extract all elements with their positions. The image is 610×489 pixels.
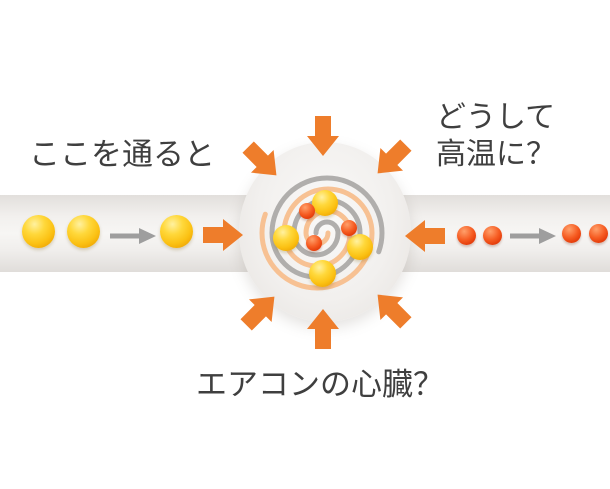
label-outlet-question: どうして 高温に？: [436, 100, 576, 173]
flow-arrow-left-icon: [110, 228, 156, 244]
compress-arrow-top-left-icon: [242, 141, 277, 176]
label-compressor-caption: エアコンの心臓？: [196, 367, 444, 402]
label-inlet-question: ここを通ると: [29, 137, 215, 172]
red-ball: [306, 235, 322, 251]
yellow-ball: [273, 225, 299, 251]
yellow-ball: [67, 215, 100, 248]
compress-arrow-top-right-icon: [377, 139, 412, 174]
red-ball: [562, 224, 581, 243]
red-ball: [457, 226, 476, 245]
compress-arrow-right-icon: [405, 220, 445, 252]
compress-arrow-bottom-right-icon: [377, 294, 412, 329]
yellow-ball: [309, 260, 336, 287]
red-ball: [341, 220, 357, 236]
compress-arrow-top-icon: [307, 116, 339, 156]
yellow-ball: [347, 234, 373, 260]
red-ball: [299, 203, 315, 219]
label-outlet-line1: どうして: [436, 101, 556, 134]
red-ball: [483, 226, 502, 245]
flow-arrow-right-icon: [510, 228, 556, 244]
flow-arrows: [110, 228, 556, 244]
yellow-ball: [312, 190, 338, 216]
compress-arrow-left-icon: [203, 219, 243, 251]
compression-arrows: [203, 116, 445, 349]
compress-arrow-bottom-icon: [307, 309, 339, 349]
compress-arrow-bottom-left-icon: [240, 296, 275, 331]
label-outlet-line2: 高温に？: [436, 137, 556, 171]
red-ball: [589, 224, 608, 243]
yellow-ball: [160, 215, 193, 248]
yellow-ball: [22, 215, 55, 248]
